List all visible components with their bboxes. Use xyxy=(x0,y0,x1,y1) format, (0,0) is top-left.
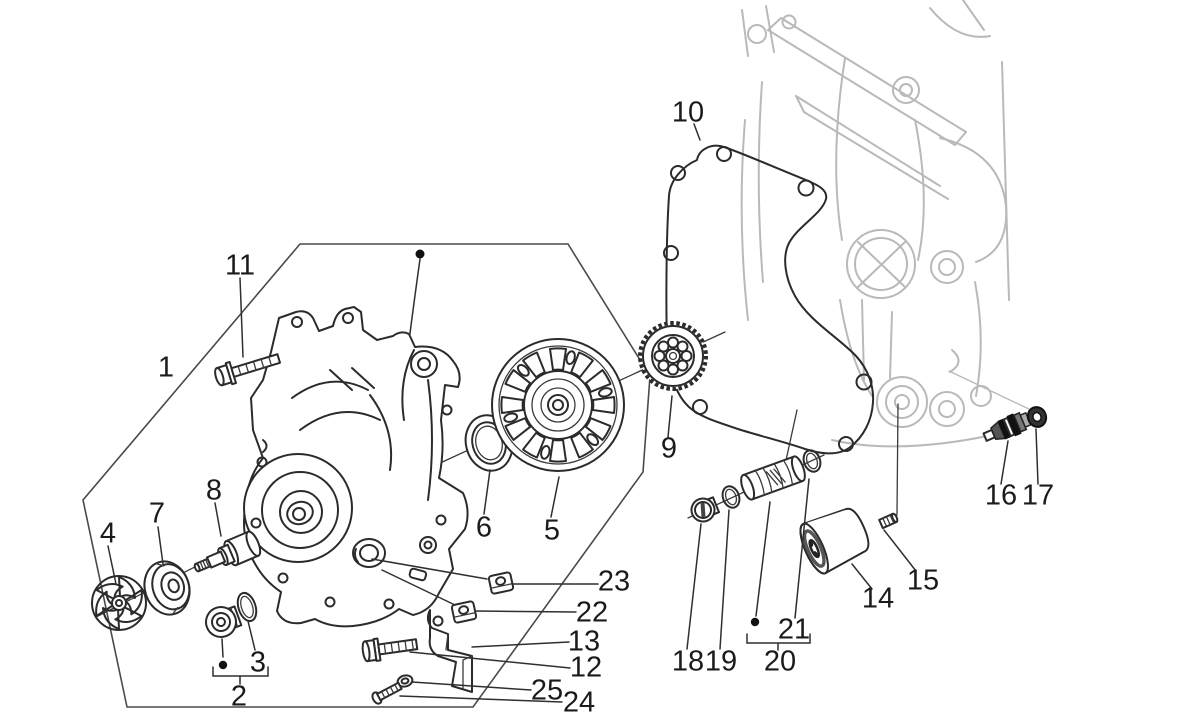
flywheel-drawing xyxy=(491,338,625,472)
impeller-drawing xyxy=(91,575,147,631)
o-ring-21-drawing xyxy=(802,449,822,473)
stud-15-drawing xyxy=(878,512,899,530)
callout-14: 14 xyxy=(861,582,895,615)
callout-23: 23 xyxy=(597,565,631,598)
callout-3: 3 xyxy=(249,646,267,679)
callout-11: 11 xyxy=(224,249,256,282)
valve-plug-18-drawing xyxy=(690,496,720,523)
callout-18: 18 xyxy=(671,645,705,678)
group-border-polygon xyxy=(82,243,651,708)
callout-24: 24 xyxy=(562,686,596,719)
group-dot-2 xyxy=(218,660,228,670)
clip-nut-22-drawing xyxy=(450,600,478,624)
callout-brackets xyxy=(212,617,811,685)
callout-1: 1 xyxy=(157,351,175,384)
group-dot-20 xyxy=(750,617,760,627)
callout-12: 12 xyxy=(569,651,603,684)
callout-22: 22 xyxy=(575,596,609,629)
cover-bolt-holes xyxy=(250,404,453,610)
sensor-16-drawing xyxy=(982,411,1032,442)
bolt-11-drawing xyxy=(214,353,281,387)
screw-24-drawing xyxy=(371,681,403,705)
sprocket-holes xyxy=(653,336,693,376)
group-reference-dot xyxy=(415,249,425,259)
callout-25: 25 xyxy=(530,674,564,707)
callout-leader-lines xyxy=(107,123,1039,703)
callout-13: 13 xyxy=(567,625,601,658)
o-ring-19-drawing xyxy=(721,485,741,509)
callout-8: 8 xyxy=(205,474,223,507)
callout-6: 6 xyxy=(475,511,493,544)
cover-ribs xyxy=(262,349,433,501)
drain-plug-drawing xyxy=(205,605,243,638)
callout-10: 10 xyxy=(671,96,705,129)
callout-5: 5 xyxy=(543,514,561,547)
o-ring-3-drawing xyxy=(236,591,258,623)
callout-20: 20 xyxy=(763,645,797,678)
pump-shaft-drawing xyxy=(193,530,262,573)
callout-15: 15 xyxy=(906,564,940,597)
callout-21: 21 xyxy=(777,613,811,646)
valve-piston-20-drawing xyxy=(740,455,806,501)
callout-2: 2 xyxy=(230,680,248,713)
pulley-drawing xyxy=(143,560,191,616)
flywheel-rim-holes xyxy=(503,350,613,460)
bolt-12-drawing xyxy=(361,637,419,663)
flywheel-vane-slots xyxy=(500,347,616,463)
washer-17-drawing xyxy=(1026,406,1048,428)
callout-17: 17 xyxy=(1021,479,1055,512)
cover-drawing xyxy=(243,306,469,628)
callout-9: 9 xyxy=(660,432,678,465)
callout-19: 19 xyxy=(704,645,738,678)
gasket-bolt-holes xyxy=(663,146,873,452)
clip-nut-23-drawing xyxy=(487,571,515,595)
crankcase-drawing xyxy=(740,0,1034,448)
sprocket-drawing xyxy=(638,321,708,391)
gasket-drawing xyxy=(663,144,875,455)
callout-4: 4 xyxy=(99,517,117,550)
callout-7: 7 xyxy=(148,497,166,530)
callout-16: 16 xyxy=(984,479,1018,512)
oil-filter-drawing xyxy=(799,507,870,575)
bracket-drawing xyxy=(426,609,473,693)
